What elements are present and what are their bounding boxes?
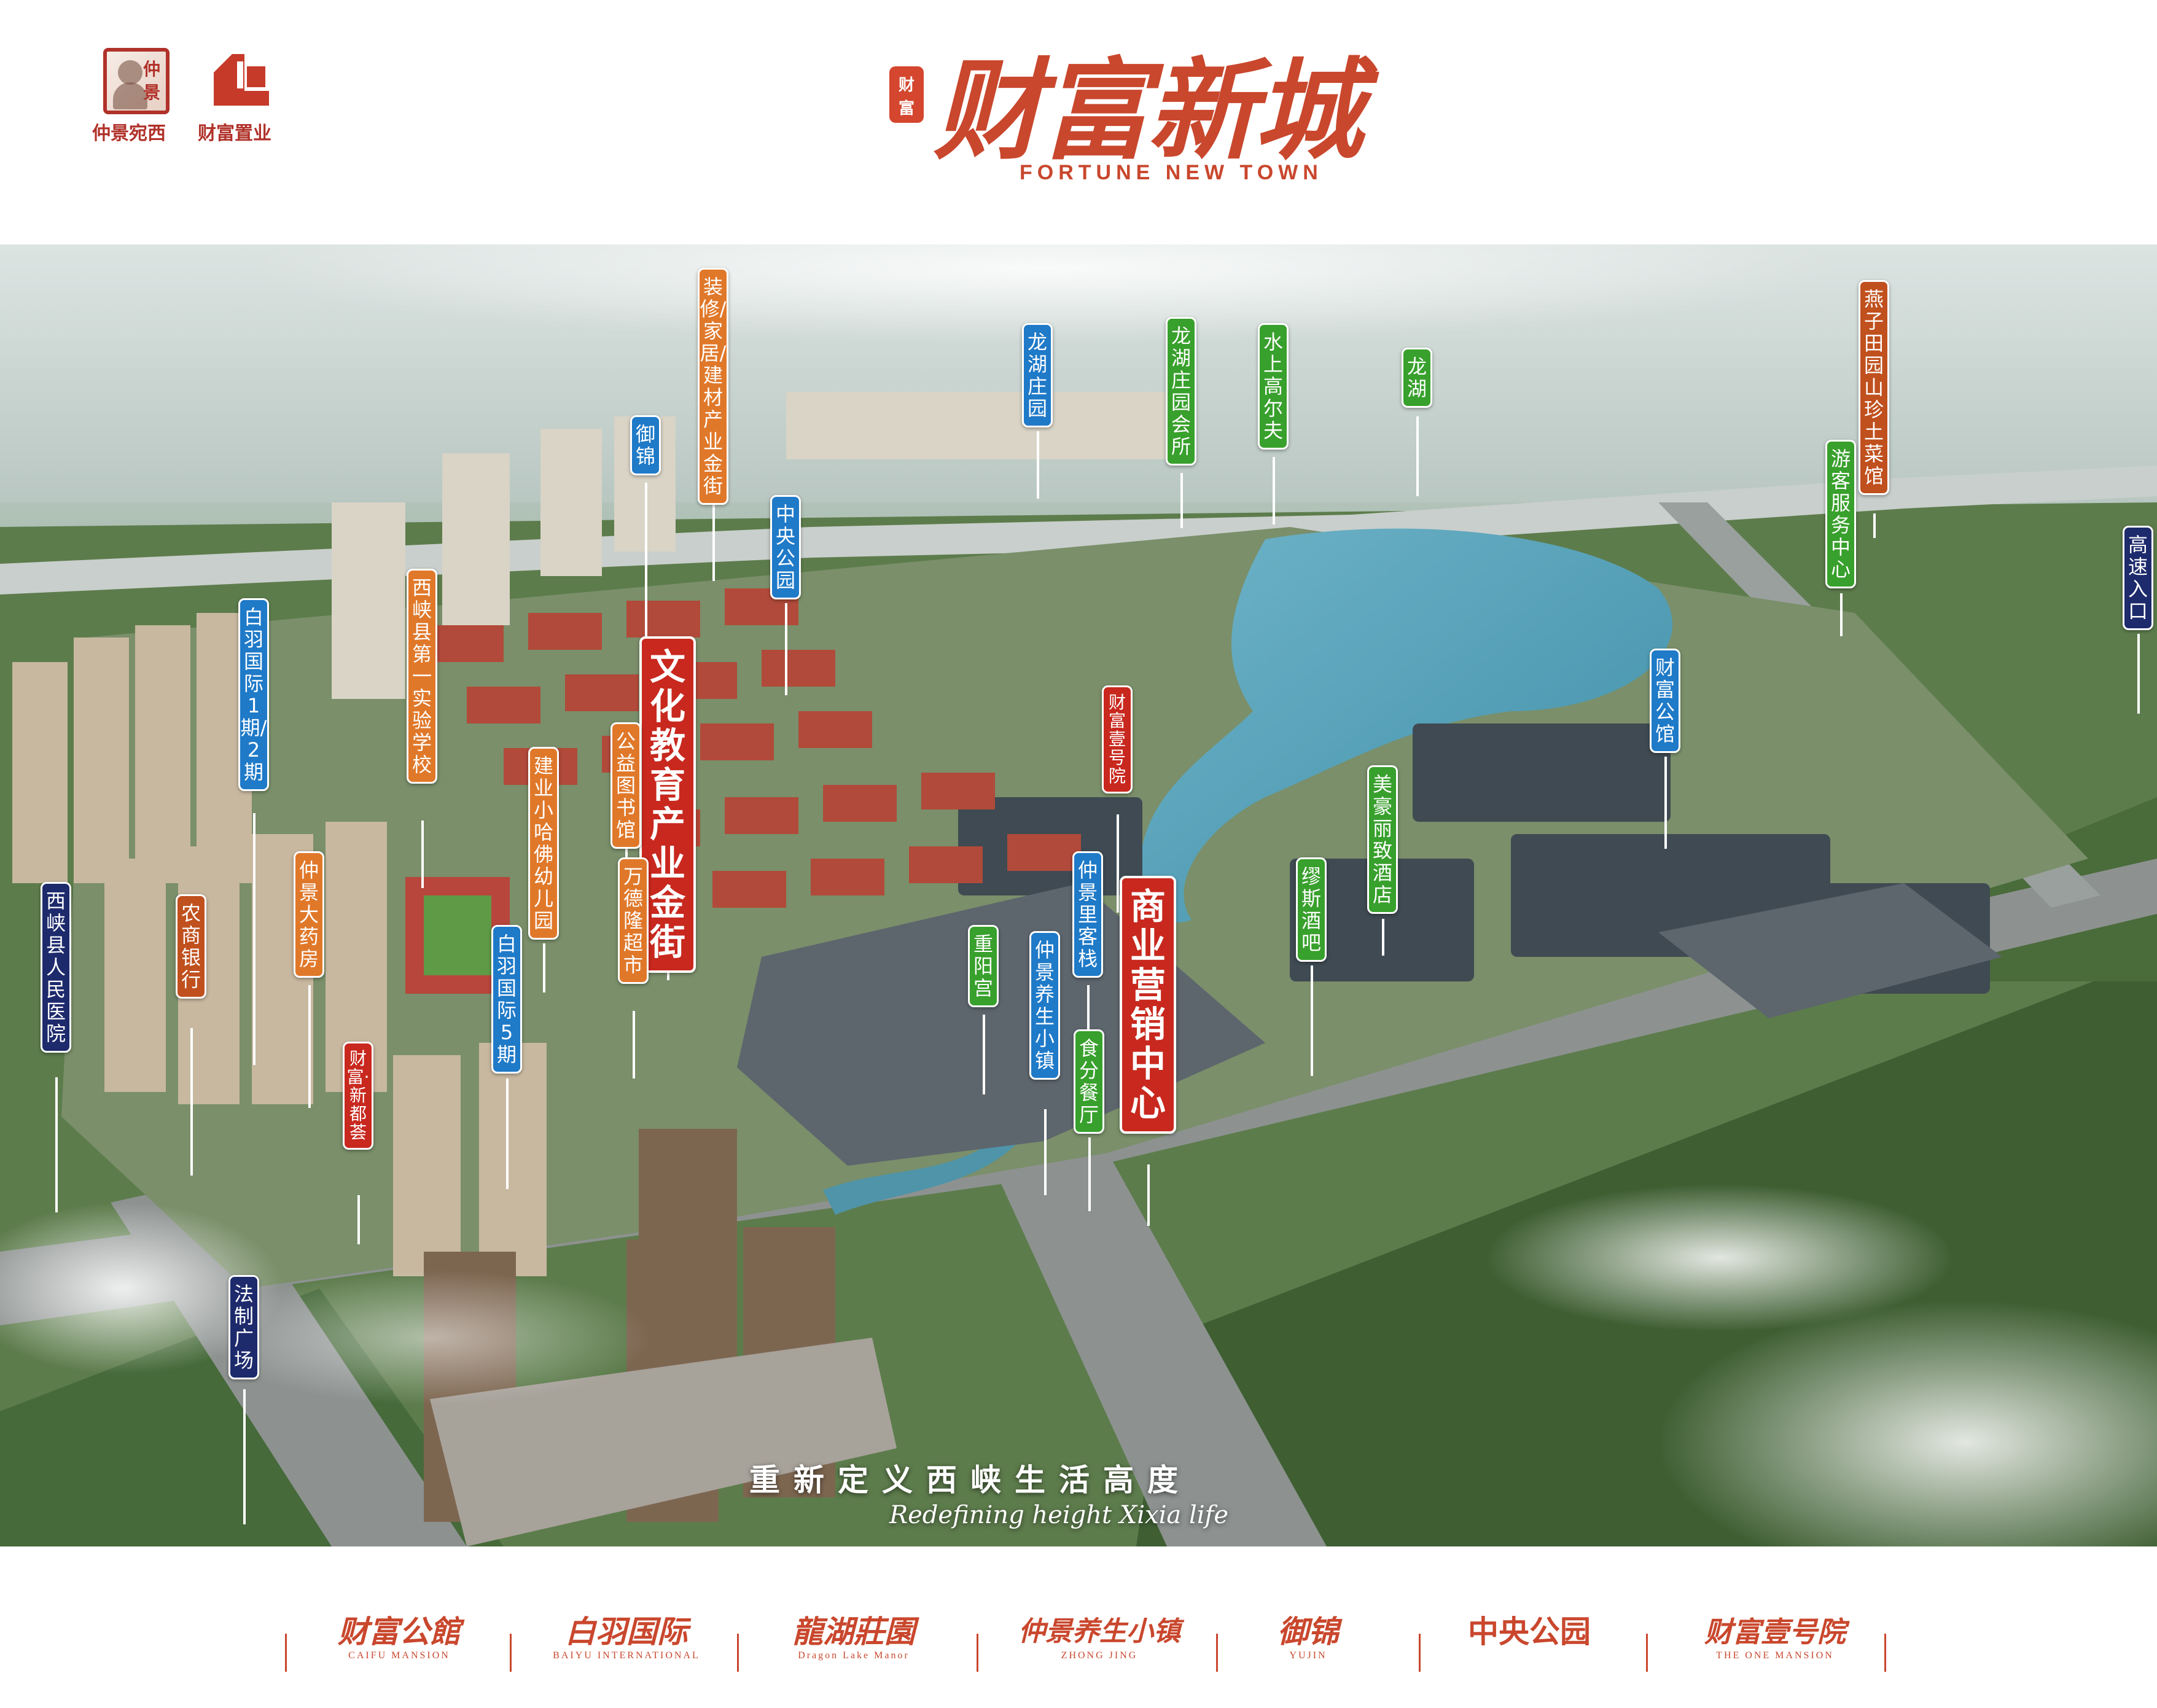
portrait-head: [118, 60, 142, 85]
pin-label: 万德隆超市: [618, 857, 649, 984]
pin-label: 龙湖庄园会所: [1166, 317, 1196, 466]
pin-label: 中央公园: [770, 495, 801, 599]
pin-label: 高速入口: [2123, 526, 2153, 630]
divider: [1419, 1634, 1421, 1672]
physician-portrait-seal-icon: 仲景: [103, 48, 170, 114]
pin-label: 美豪丽致酒店: [1367, 765, 1398, 914]
pin-label: 龙湖庄园: [1022, 323, 1053, 427]
divider: [510, 1634, 512, 1672]
mist-right: [1486, 1184, 1953, 1332]
portrait-body: [113, 82, 147, 109]
pin-label: 公益图书馆: [610, 722, 641, 849]
water-canal: [823, 1129, 1020, 1215]
pin-label: 财富公馆: [1650, 649, 1680, 753]
title-seal-icon: 财 富: [889, 66, 924, 123]
page-title: 财富新城: [934, 46, 1363, 174]
pin-label: 燕子田园山珍土菜馆: [1859, 280, 1889, 495]
seal-text: 仲景: [142, 59, 160, 103]
pin-label: 游客服务中心: [1825, 440, 1856, 588]
pin-label: 白羽国际5期: [491, 925, 522, 1074]
pin-label: 仲景里客栈: [1072, 851, 1103, 978]
pin-label: 龙湖: [1402, 348, 1432, 408]
pin-label: 西峡县第一实验学校: [407, 569, 437, 784]
pin-label: 水上高尔夫: [1258, 323, 1289, 450]
mist-lower-right: [1658, 1301, 2157, 1546]
pin-label: 缪斯酒吧: [1296, 857, 1327, 962]
pin-label: 食分餐厅: [1074, 1029, 1104, 1134]
elevated-highway: [0, 466, 2157, 595]
brand-subtitle: CAIFU MANSION: [348, 1650, 450, 1661]
mist-top: [246, 244, 1843, 343]
slogan-chinese: 重新定义西峡生活高度: [749, 1462, 1192, 1498]
brand-baiyu-international[interactable]: 白羽国际 BAIYU INTERNATIONAL: [534, 1614, 719, 1662]
brand-name: 龍湖莊園: [792, 1613, 915, 1650]
dragon-lake: [1139, 528, 1673, 922]
title-seal-char-2: 富: [898, 99, 915, 118]
brand-yujin[interactable]: 御锦 YUJIN: [1247, 1614, 1370, 1662]
slogan-english: Redefining height Xixia life: [889, 1501, 1229, 1529]
divider: [977, 1634, 978, 1672]
pin-label: 商业营销中心: [1120, 876, 1176, 1134]
pin-label: 财富·新都荟: [343, 1042, 373, 1150]
pin-label: 仲景大药房: [294, 851, 324, 978]
footer-brands: 财富公館 CAIFU MANSION 白羽国际 BAIYU INTERNATIO…: [0, 1546, 2157, 1708]
building-block-logo-icon: [214, 54, 269, 106]
red-roof-blocks: [430, 588, 1081, 908]
brand-subtitle: THE ONE MANSION: [1716, 1650, 1834, 1661]
brand-name: 御锦: [1277, 1613, 1339, 1650]
brand-subtitle: Dragon Lake Manor: [798, 1650, 910, 1661]
brand-caifu-mansion[interactable]: 财富公館 CAIFU MANSION: [307, 1614, 491, 1662]
divider: [1216, 1634, 1218, 1672]
divider: [1646, 1634, 1648, 1672]
pin-label: 白羽国际1期/2期: [238, 598, 269, 791]
logo-left-caption: 仲景宛西: [92, 123, 166, 144]
divider: [1884, 1634, 1886, 1672]
brand-dragon-lake-manor[interactable]: 龍湖莊園 Dragon Lake Manor: [762, 1614, 946, 1662]
pin-label: 文化教育产业金街: [639, 636, 696, 973]
brand-the-one-mansion[interactable]: 财富壹号院 THE ONE MANSION: [1671, 1614, 1879, 1662]
pin-label: 重阳宫: [968, 925, 999, 1007]
pin-label: 御锦: [630, 415, 661, 475]
aerial-rendering: 装修/家居/建材产业金街 御锦 龙湖庄园 龙湖庄园会所 水上高尔夫 龙湖 燕子田…: [0, 244, 2157, 1546]
sports-field: [424, 895, 491, 975]
brand-zhongjing-health-town[interactable]: 仲景养生小镇 ZHONG JING: [995, 1614, 1204, 1662]
page-title-english: FORTUNE NEW TOWN: [1020, 161, 1323, 184]
title-seal-char-1: 财: [898, 76, 915, 95]
divider: [285, 1634, 287, 1672]
brand-subtitle: ZHONG JING: [1061, 1650, 1138, 1661]
header: 仲景 仲景宛西 财富置业 财 富 财富新城 FORTUNE NEW TOWN: [0, 0, 2157, 244]
brand-subtitle: BAIYU INTERNATIONAL: [553, 1650, 700, 1661]
brand-name: 中央公园: [1468, 1613, 1591, 1650]
aerial-illustration: [0, 244, 2157, 1546]
left-highrise-apartments: [12, 613, 547, 1276]
pin-label: 仲景养生小镇: [1029, 931, 1060, 1080]
brand-name: 财富壹号院: [1704, 1615, 1846, 1648]
pin-label: 西峡县人民医院: [41, 882, 71, 1053]
road-main-vertical: [970, 1104, 1327, 1546]
brand-name: 财富公館: [338, 1613, 461, 1650]
pin-label: 农商银行: [176, 894, 206, 999]
back-towers: [332, 392, 1179, 699]
divider: [737, 1634, 739, 1672]
brand-subtitle: YUJIN: [1289, 1650, 1327, 1661]
mist-center-left: [209, 1270, 651, 1405]
brand-name: 白羽国际: [565, 1613, 688, 1650]
logo-right-caption: 财富置业: [198, 123, 271, 144]
pin-label: 建业小哈佛幼儿园: [528, 747, 559, 940]
pin-label: 装修/家居/建材产业金街: [698, 268, 728, 505]
pin-label: 法制广场: [228, 1275, 259, 1379]
pin-label: 财富壹号院: [1102, 685, 1133, 794]
brand-name: 仲景养生小镇: [1018, 1616, 1180, 1647]
brand-central-park[interactable]: 中央公园: [1443, 1614, 1615, 1650]
